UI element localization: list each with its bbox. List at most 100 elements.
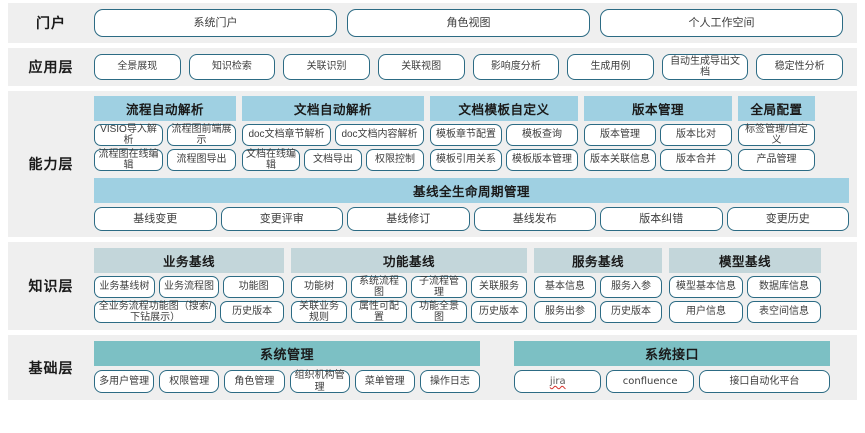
cap-row: 产品管理 bbox=[738, 149, 815, 171]
kn-item-tablespace-info[interactable]: 表空间信息 bbox=[747, 301, 821, 323]
kn-item-model-basic-info[interactable]: 模型基本信息 bbox=[669, 276, 743, 298]
cap-row: 版本关联信息 版本合并 bbox=[584, 149, 732, 171]
portal-item-role-view[interactable]: 角色视图 bbox=[347, 9, 590, 37]
cap-group-title-doc-template: 文档模板自定义 bbox=[430, 96, 578, 121]
cap-item-change-review[interactable]: 变更评审 bbox=[220, 207, 343, 231]
base-group-system-interface: 系统接口 jira confluence 接口自动化平台 bbox=[514, 341, 830, 393]
kn-item-history-version-business[interactable]: 历史版本 bbox=[220, 301, 284, 323]
cap-item-doc-chapter-parse[interactable]: doc文档章节解析 bbox=[242, 124, 331, 146]
cap-item-template-reference[interactable]: 模板引用关系 bbox=[430, 149, 502, 171]
base-item-jira[interactable]: jira bbox=[514, 370, 602, 393]
cap-item-flowchart-online-edit[interactable]: 流程图在线编辑 bbox=[94, 149, 163, 171]
cap-row: 模板引用关系 模板版本管理 bbox=[430, 149, 578, 171]
kn-item-system-flowchart[interactable]: 系统流程图 bbox=[351, 276, 407, 298]
cap-item-visio-import-parse[interactable]: VISIO导入解析 bbox=[94, 124, 163, 146]
cap-item-version-correction[interactable]: 版本纠错 bbox=[600, 207, 723, 231]
app-item-knowledge-search[interactable]: 知识检索 bbox=[188, 54, 276, 80]
cap-item-flowchart-frontend-display[interactable]: 流程图前端展示 bbox=[167, 124, 236, 146]
kn-row: 全业务流程功能图（搜索/下钻展示） 历史版本 bbox=[94, 301, 284, 323]
base-group-title-system-mgmt: 系统管理 bbox=[94, 341, 480, 366]
cap-item-version-relation-info[interactable]: 版本关联信息 bbox=[584, 149, 656, 171]
cap-item-doc-export[interactable]: 文档导出 bbox=[304, 149, 362, 171]
base-item-multi-user-mgmt[interactable]: 多用户管理 bbox=[94, 370, 155, 393]
kn-item-function-panorama[interactable]: 功能全景图 bbox=[411, 301, 467, 323]
kn-item-service-output-params[interactable]: 服务出参 bbox=[534, 301, 596, 323]
cap-item-change-history[interactable]: 变更历史 bbox=[726, 207, 849, 231]
layer-application: 应用层 全景展现 知识检索 关联识别 关联视图 影响度分析 生成用例 自动生成导… bbox=[8, 48, 857, 86]
cap-group-title-global-config: 全局配置 bbox=[738, 96, 815, 121]
cap-item-baseline-revision[interactable]: 基线修订 bbox=[347, 207, 470, 231]
kn-item-service-input-params[interactable]: 服务入参 bbox=[600, 276, 662, 298]
layer-capability: 能力层 流程自动解析 VISIO导入解析 流程图前端展示 流程图在线编辑 流程图… bbox=[8, 91, 857, 237]
kn-item-basic-info[interactable]: 基本信息 bbox=[534, 276, 596, 298]
cap-row: VISIO导入解析 流程图前端展示 bbox=[94, 124, 236, 146]
cap-item-version-merge[interactable]: 版本合并 bbox=[660, 149, 732, 171]
base-item-permission-mgmt[interactable]: 权限管理 bbox=[159, 370, 220, 393]
kn-item-history-version-function[interactable]: 历史版本 bbox=[471, 301, 527, 323]
base-row: 多用户管理 权限管理 角色管理 组织机构管理 菜单管理 操作日志 bbox=[94, 370, 481, 393]
app-item-generate-usecase[interactable]: 生成用例 bbox=[567, 54, 654, 80]
app-item-auto-export-doc[interactable]: 自动生成导出文档 bbox=[661, 54, 749, 80]
cap-item-baseline-release[interactable]: 基线发布 bbox=[473, 207, 596, 231]
kn-row: 功能树 系统流程图 子流程管理 关联服务 bbox=[291, 276, 527, 298]
app-item-relation-view[interactable]: 关联视图 bbox=[377, 54, 465, 80]
cap-item-doc-content-parse[interactable]: doc文档内容解析 bbox=[335, 124, 424, 146]
app-item-relation-identify[interactable]: 关联识别 bbox=[283, 54, 370, 80]
kn-item-business-baseline-tree[interactable]: 业务基线树 bbox=[94, 276, 155, 298]
layer-label-foundation: 基础层 bbox=[28, 359, 74, 376]
cap-group-doc-parsing: 文档自动解析 doc文档章节解析 doc文档内容解析 文档在线编辑 文档导出 权… bbox=[242, 96, 424, 171]
kn-group-model-baseline: 模型基线 模型基本信息 数据库信息 用户信息 表空间信息 bbox=[669, 248, 821, 323]
kn-row: 模型基本信息 数据库信息 bbox=[669, 276, 821, 298]
kn-item-related-business-rule[interactable]: 关联业务规则 bbox=[291, 301, 347, 323]
kn-row: 基本信息 服务入参 bbox=[534, 276, 662, 298]
cap-item-product-mgmt[interactable]: 产品管理 bbox=[738, 149, 815, 171]
cap-item-flowchart-export[interactable]: 流程图导出 bbox=[167, 149, 236, 171]
base-item-org-structure-mgmt[interactable]: 组织机构管理 bbox=[289, 370, 350, 393]
cap-row: 基线变更 变更评审 基线修订 基线发布 版本纠错 变更历史 bbox=[94, 207, 849, 231]
portal-item-system-portal[interactable]: 系统门户 bbox=[94, 9, 337, 37]
cap-row: 版本管理 版本比对 bbox=[584, 124, 732, 146]
kn-item-related-service[interactable]: 关联服务 bbox=[471, 276, 527, 298]
cap-row: 流程图在线编辑 流程图导出 bbox=[94, 149, 236, 171]
foundation-groups: 系统管理 多用户管理 权限管理 角色管理 组织机构管理 菜单管理 操作日志 系统… bbox=[94, 335, 857, 400]
app-item-impact-analysis[interactable]: 影响度分析 bbox=[472, 54, 560, 80]
cap-item-template-version-mgmt[interactable]: 模板版本管理 bbox=[506, 149, 578, 171]
kn-item-user-info[interactable]: 用户信息 bbox=[669, 301, 743, 323]
base-item-confluence[interactable]: confluence bbox=[606, 370, 694, 393]
kn-item-business-flowchart[interactable]: 业务流程图 bbox=[158, 276, 220, 298]
app-item-panorama[interactable]: 全景展现 bbox=[94, 54, 181, 80]
base-group-title-system-interface: 系统接口 bbox=[514, 341, 830, 366]
kn-item-full-business-flow-function-map[interactable]: 全业务流程功能图（搜索/下钻展示） bbox=[94, 301, 217, 323]
cap-item-template-chapter-config[interactable]: 模板章节配置 bbox=[430, 124, 502, 146]
cap-item-tag-mgmt-custom[interactable]: 标签管理/自定义 bbox=[738, 124, 815, 146]
base-item-interface-automation-platform[interactable]: 接口自动化平台 bbox=[698, 370, 830, 393]
base-item-operation-log[interactable]: 操作日志 bbox=[419, 370, 481, 393]
kn-item-subflow-mgmt[interactable]: 子流程管理 bbox=[411, 276, 467, 298]
cap-row: 模板章节配置 模板查询 bbox=[430, 124, 578, 146]
cap-item-doc-online-edit[interactable]: 文档在线编辑 bbox=[242, 149, 300, 171]
portal-item-personal-workspace[interactable]: 个人工作空间 bbox=[600, 9, 843, 37]
layer-label-application: 应用层 bbox=[28, 59, 74, 75]
kn-group-title-business-baseline: 业务基线 bbox=[94, 248, 284, 273]
base-group-system-mgmt: 系统管理 多用户管理 权限管理 角色管理 组织机构管理 菜单管理 操作日志 bbox=[94, 341, 481, 393]
kn-item-attribute-configurable[interactable]: 属性可配置 bbox=[351, 301, 407, 323]
cap-group-version-mgmt: 版本管理 版本管理 版本比对 版本关联信息 版本合并 bbox=[584, 96, 732, 171]
cap-group-flow-parsing: 流程自动解析 VISIO导入解析 流程图前端展示 流程图在线编辑 流程图导出 bbox=[94, 96, 236, 171]
base-item-role-mgmt[interactable]: 角色管理 bbox=[224, 370, 285, 393]
kn-item-database-info[interactable]: 数据库信息 bbox=[747, 276, 821, 298]
cap-item-version-manage[interactable]: 版本管理 bbox=[584, 124, 656, 146]
cap-item-baseline-change[interactable]: 基线变更 bbox=[94, 207, 217, 231]
app-item-stability-analysis[interactable]: 稳定性分析 bbox=[756, 54, 843, 80]
kn-item-history-version-service[interactable]: 历史版本 bbox=[600, 301, 662, 323]
cap-item-template-query[interactable]: 模板查询 bbox=[506, 124, 578, 146]
base-item-menu-mgmt[interactable]: 菜单管理 bbox=[354, 370, 415, 393]
kn-item-function-tree[interactable]: 功能树 bbox=[291, 276, 347, 298]
cap-item-permission-control[interactable]: 权限控制 bbox=[366, 149, 424, 171]
kn-item-function-diagram[interactable]: 功能图 bbox=[223, 276, 285, 298]
kn-row: 关联业务规则 属性可配置 功能全景图 历史版本 bbox=[291, 301, 527, 323]
cap-item-version-compare[interactable]: 版本比对 bbox=[660, 124, 732, 146]
kn-group-function-baseline: 功能基线 功能树 系统流程图 子流程管理 关联服务 关联业务规则 属性可配置 功… bbox=[291, 248, 527, 323]
layer-label-portal: 门户 bbox=[36, 15, 66, 31]
cap-group-baseline-lifecycle: 基线全生命周期管理 基线变更 变更评审 基线修订 基线发布 版本纠错 变更历史 bbox=[94, 178, 849, 231]
